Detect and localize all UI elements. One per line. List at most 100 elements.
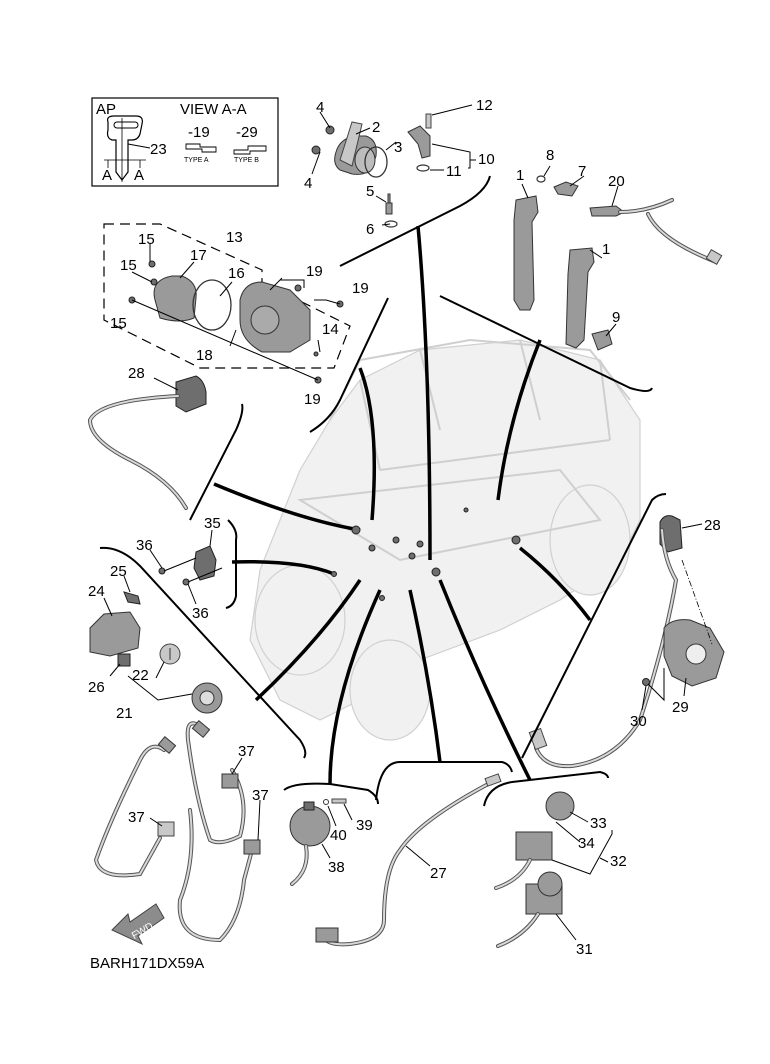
type-a-label: TYPE A <box>184 157 209 164</box>
connector-lines <box>213 225 592 785</box>
callout-28: 28 <box>704 517 721 534</box>
key-profile-type-b-icon <box>233 145 267 155</box>
forward-arrow-icon: FWD <box>111 903 165 946</box>
part-33-cap <box>545 791 575 821</box>
callout-12: 12 <box>476 97 493 114</box>
callout-23: 23 <box>150 141 167 158</box>
callout-36: 36 <box>136 537 153 554</box>
part-15-bolt <box>148 260 156 268</box>
part-19-bolt <box>294 284 302 292</box>
section-marker-left: A <box>102 167 112 184</box>
part-37-connector <box>157 821 175 837</box>
part-12-bolt <box>425 113 432 129</box>
part-7-sensor <box>553 181 579 197</box>
callout-5: 5 <box>366 183 374 200</box>
key-profile-type-a-icon <box>185 143 217 153</box>
callout-32: 32 <box>610 853 627 870</box>
crank-cam-sensor-group: 4 4 2 3 5 6 10 11 12 <box>304 97 495 267</box>
callout-2: 2 <box>372 119 380 136</box>
callout-15: 15 <box>120 257 137 274</box>
horn-group: 40 39 38 <box>283 782 379 886</box>
callout-38: 38 <box>328 859 345 876</box>
callout-35: 35 <box>204 515 221 532</box>
part-28-right-group: 28 29 30 <box>521 493 725 769</box>
key-inset: AP VIEW A-A 23 A A -19 -29 TYPE A TYPE B <box>91 97 279 187</box>
part-4-bolt-b <box>311 145 321 155</box>
callout-18: 18 <box>196 347 213 364</box>
part-16-gasket <box>192 279 232 331</box>
part-28-left-group: 28 <box>87 365 244 521</box>
harness-37-group: 37 37 37 <box>93 719 269 943</box>
part-5-sensor <box>385 193 393 215</box>
section-marker-right: A <box>134 167 144 184</box>
callout-24: 24 <box>88 583 105 600</box>
part-28-connector <box>175 375 207 413</box>
part-30-bolt <box>642 678 650 686</box>
callout-6: 6 <box>366 221 374 238</box>
part-35-relay-group: 35 36 36 <box>136 515 238 622</box>
part-38-horn <box>289 805 331 847</box>
part-6-gasket <box>384 220 398 228</box>
callout-39: 39 <box>356 817 373 834</box>
type-a-suffix: -19 <box>188 124 210 141</box>
part-24-switch <box>89 611 141 657</box>
callout-37: 37 <box>128 809 145 826</box>
callout-40: 40 <box>330 827 347 844</box>
callout-9: 9 <box>612 309 620 326</box>
callout-1: 1 <box>602 241 610 258</box>
figure-code: BARH171DX59A <box>90 955 204 972</box>
callout-21: 21 <box>116 705 133 722</box>
part-4-bolt-a <box>325 125 335 135</box>
part-10-sensor <box>407 125 431 159</box>
part-28-connector <box>659 515 683 553</box>
vehicle-mounted-parts <box>331 507 521 601</box>
vehicle-ghost-outline <box>249 338 641 741</box>
callout-16: 16 <box>228 265 245 282</box>
callout-33: 33 <box>590 815 607 832</box>
assembly-13-group: 15 15 15 17 16 13 18 19 19 19 14 <box>103 223 389 433</box>
callout-34: 34 <box>578 835 595 852</box>
callout-13: 13 <box>226 229 243 246</box>
ignition-coil-group: 1 1 8 7 20 9 <box>439 147 723 392</box>
part-25-cover <box>123 591 141 605</box>
part-32-socket <box>515 831 553 861</box>
part-14-pin <box>313 351 319 357</box>
light-group: 33 34 32 31 <box>483 770 627 958</box>
callout-25: 25 <box>110 563 127 580</box>
key-icon <box>104 115 146 182</box>
callout-22: 22 <box>132 667 149 684</box>
part-3-o-ring <box>364 146 388 178</box>
callout-3: 3 <box>394 139 402 156</box>
callout-15: 15 <box>138 231 155 248</box>
callout-19: 19 <box>306 263 323 280</box>
callout-29: 29 <box>672 699 689 716</box>
callout-26: 26 <box>88 679 105 696</box>
part-27-connector <box>315 927 339 943</box>
callout-10: 10 <box>478 151 495 168</box>
part-11-o-ring <box>416 164 430 172</box>
part-1-coil-b <box>565 247 595 349</box>
callout-37: 37 <box>252 787 269 804</box>
inset-title-left: AP <box>96 101 116 118</box>
callout-37: 37 <box>238 743 255 760</box>
callout-27: 27 <box>430 865 447 882</box>
part-17-cover <box>153 275 197 322</box>
type-b-suffix: -29 <box>236 124 258 141</box>
inset-title-right: VIEW A-A <box>180 101 247 118</box>
callout-36: 36 <box>192 605 209 622</box>
callout-28: 28 <box>128 365 145 382</box>
callout-4: 4 <box>304 175 312 192</box>
callout-19: 19 <box>304 391 321 408</box>
part-37-connector <box>243 839 261 855</box>
callout-20: 20 <box>608 173 625 190</box>
callout-19: 19 <box>352 280 369 297</box>
part-37-connector <box>221 773 239 789</box>
part-8-o-ring <box>536 175 546 183</box>
callout-8: 8 <box>546 147 554 164</box>
callout-15: 15 <box>110 315 127 332</box>
callout-11: 11 <box>446 163 462 180</box>
type-b-label: TYPE B <box>234 157 259 164</box>
callout-17: 17 <box>190 247 207 264</box>
part-26-plate <box>117 653 131 667</box>
